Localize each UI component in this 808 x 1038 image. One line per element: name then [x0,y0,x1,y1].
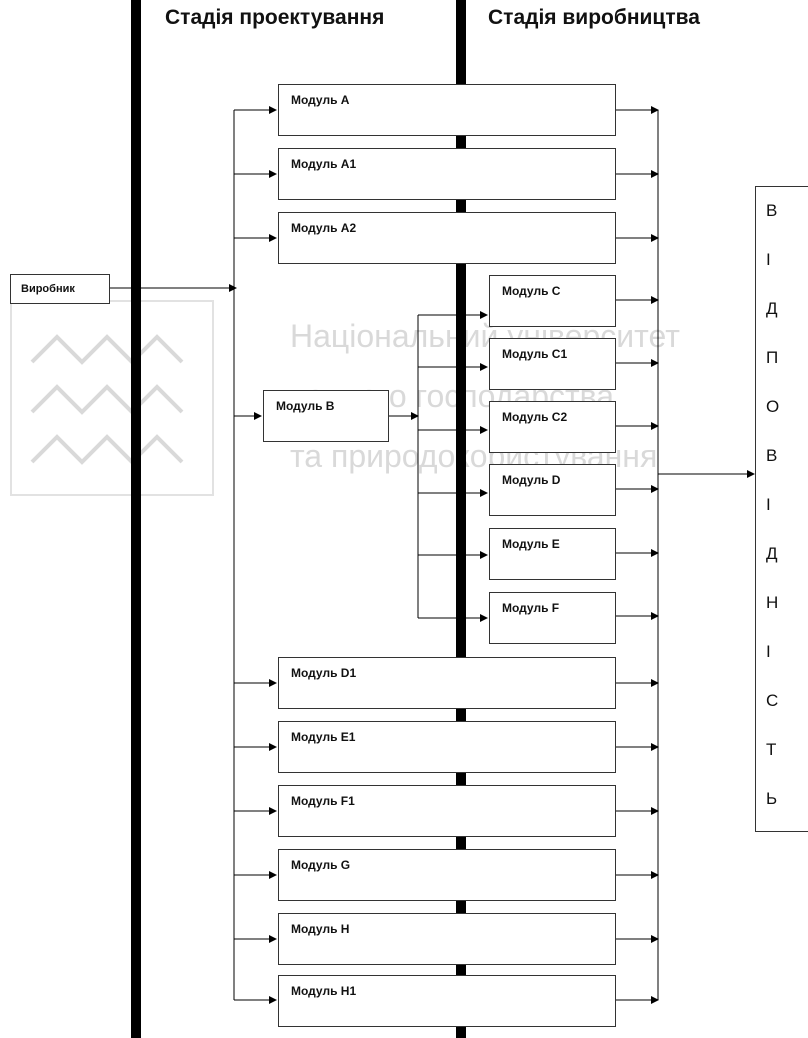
result-letter: І [766,250,771,269]
module-label-h: Модуль H [291,922,350,936]
result-letter: Н [766,593,779,612]
module-box-a1: Модуль А1 [278,148,616,200]
module-box-c2: Модуль С2 [489,401,616,453]
module-box-e: Модуль E [489,528,616,580]
stage-design-title: Стадія проектування [165,6,385,29]
stage-divider-left [131,0,141,1038]
result-letter: І [766,642,771,661]
result-letter: Ь [766,789,778,808]
result-letter: Д [766,544,778,563]
result-letter: Д [766,299,778,318]
module-label-f1: Модуль F1 [291,794,355,808]
module-label-b: Модуль B [276,399,335,413]
module-box-f: Модуль F [489,592,616,644]
result-letter: С [766,691,779,710]
module-label-h1: Модуль H1 [291,984,357,998]
module-box-h1: Модуль H1 [278,975,616,1027]
result-letter: П [766,348,779,367]
producer-box: Виробник [10,274,110,304]
module-box-a2: Модуль А2 [278,212,616,264]
module-label-c: Модуль С [502,284,561,298]
stage-production-title: Стадія виробництва [488,6,700,29]
module-box-d1: Модуль D1 [278,657,616,709]
watermark-logo [10,300,214,496]
module-label-d1: Модуль D1 [291,666,357,680]
result-letter: В [766,446,778,465]
module-label-e1: Модуль E1 [291,730,356,744]
module-label-a1: Модуль А1 [291,157,357,171]
module-label-a: Модуль А [291,93,350,107]
module-label-f: Модуль F [502,601,560,615]
module-box-g: Модуль G [278,849,616,901]
module-box-c: Модуль С [489,275,616,327]
module-box-h: Модуль H [278,913,616,965]
producer-label: Виробник [21,283,75,295]
module-box-f1: Модуль F1 [278,785,616,837]
module-label-c1: Модуль С1 [502,347,568,361]
module-label-e: Модуль E [502,537,560,551]
module-box-b: Модуль B [263,390,389,442]
result-letter: О [766,397,780,416]
result-letter: В [766,201,778,220]
module-box-c1: Модуль С1 [489,338,616,390]
result-box: В І Д П О В І Д Н І С Т Ь [755,186,808,832]
module-box-d: Модуль D [489,464,616,516]
result-letter: І [766,495,771,514]
stage-divider-right [456,0,466,1038]
result-letter: Т [766,740,777,759]
module-label-c2: Модуль С2 [502,410,568,424]
module-box-e1: Модуль E1 [278,721,616,773]
watermark-wave-icon [30,334,184,465]
module-label-a2: Модуль А2 [291,221,357,235]
module-label-d: Модуль D [502,473,561,487]
module-box-a: Модуль А [278,84,616,136]
module-label-g: Модуль G [291,858,351,872]
